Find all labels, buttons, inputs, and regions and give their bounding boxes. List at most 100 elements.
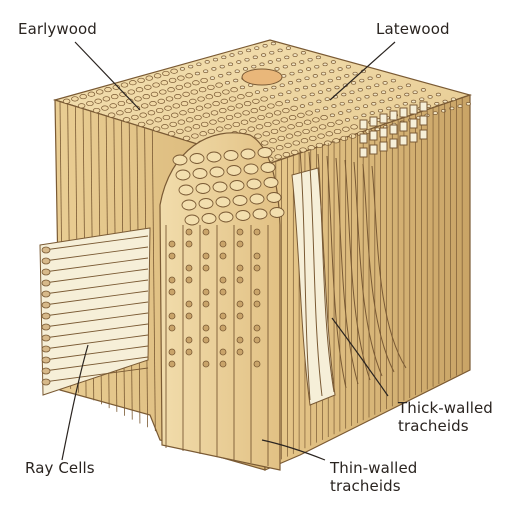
cell-end [71,96,79,102]
cell-end [286,90,292,94]
cell-end [172,103,181,109]
cell-end [240,119,249,125]
pit [168,288,176,296]
cell-end [233,78,239,83]
cell-end [442,99,448,104]
cell-end [315,142,324,148]
cell-end [339,101,345,106]
pit [185,276,193,284]
cell-end [344,74,350,78]
cell-end [269,50,275,55]
cell-end [102,96,111,102]
cell-end [255,124,264,130]
resin-canal [241,68,283,86]
cell-end [205,94,214,100]
cell-end [168,77,177,83]
cell-end [242,67,249,71]
fibre [371,165,407,369]
cell-end [95,89,104,95]
cell-end [210,110,219,116]
label-latewood: Latewood [376,20,450,38]
pit [168,312,176,320]
cell-end [287,124,295,130]
cell-end [228,96,237,102]
cell-end [304,76,310,80]
cell-end [134,96,142,102]
fibre-end [359,147,368,158]
cell-end [204,103,212,109]
cell-end [371,102,377,106]
cell-end [247,126,256,132]
cell-end [224,124,232,130]
cell-end [292,53,298,57]
cell-end [194,114,202,121]
cell-end [212,181,228,193]
cell-end [227,105,235,111]
cell-end [219,64,225,69]
pit [236,300,244,308]
cell-end [457,104,463,108]
ray-end [41,312,51,320]
label-ray-cells: Ray Cells [25,459,95,477]
cell-end [352,71,358,76]
cell-end [217,117,226,123]
pit [236,348,244,356]
cell-end [419,97,425,101]
fibre-end [419,101,428,112]
cell-end [287,81,294,85]
cell-end [251,64,257,69]
cell-end [159,89,167,95]
ray-row [43,301,149,317]
pit [185,240,193,248]
fibre-end [409,118,418,129]
cell-end [170,68,178,74]
pit [202,228,210,236]
fibre-end [419,129,428,140]
cell-end [282,152,291,158]
cell-end [291,62,297,67]
ray-end [41,257,51,265]
cell-end [147,110,156,116]
fibre [299,149,311,401]
cell-end [137,77,145,83]
cell-end [292,140,301,146]
cell-end [104,87,112,93]
cell-end [297,69,303,74]
cell-end [340,135,349,141]
label-thick-walled-line1: Thick-walled [398,399,493,417]
label-thin-walled-line1: Thin-walled [330,459,418,477]
cell-end [189,98,197,104]
thin-walled-tracheids [159,132,285,471]
cell-end [277,135,286,141]
cell-end [215,126,224,132]
cell-end [180,101,189,107]
ray-end [41,301,51,309]
fibre-end [409,104,418,115]
cell-end [329,69,335,74]
grain-line [151,130,156,432]
cell-end [153,73,162,79]
pit [219,348,227,356]
pit [236,264,244,272]
pit [236,312,244,320]
cell-end [263,177,279,188]
cell-end [284,142,292,148]
fibre-end [359,119,368,130]
cell-end [152,126,161,132]
cell-end [161,124,169,130]
pit [202,300,210,308]
cell-end [334,85,340,90]
cell-end [397,85,403,90]
cell-end [347,99,354,104]
ray-row [43,334,149,350]
cell-end [359,78,365,83]
cell-end [434,102,440,106]
cell-end [122,117,131,123]
label-thin-walled-tracheids: Thin-walled tracheids [330,459,417,495]
cell-end [213,91,222,97]
cell-end [300,138,309,144]
pit [236,240,244,248]
cell-end [109,103,117,109]
cell-end [215,196,231,208]
fibre-end [399,135,408,146]
